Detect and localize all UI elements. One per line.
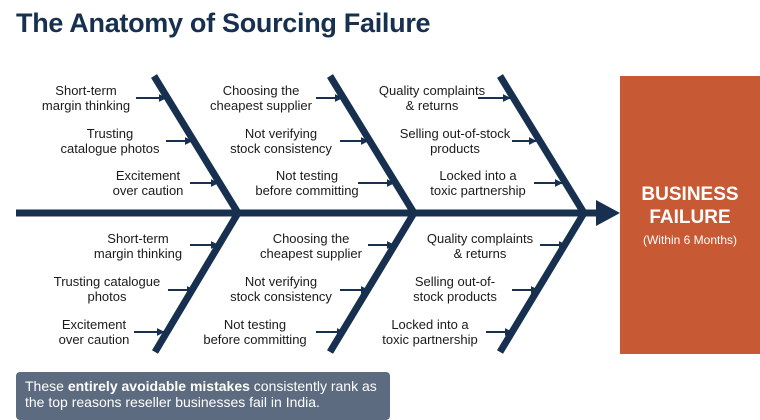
outcome-line-2: FAILURE [649,207,731,228]
caption-text-end: consistently rank as the top reasons res… [25,378,377,410]
cause-label: Quality complaints& returns [426,231,534,261]
outcome-box: BUSINESS FAILURE (Within 6 Months) [620,76,760,354]
outcome-line-1: BUSINESS [641,184,739,205]
caption-box: These entirely avoidable mistakes consis… [16,372,390,420]
caption-text-start: These [25,378,68,394]
top-bone-1 [151,74,241,215]
outcome-subtitle: (Within 6 Months) [642,233,738,247]
top-bone-3 [497,74,587,215]
bottom-bone-1 [151,211,242,354]
cause-label: Selling out-of-stock products [413,274,497,304]
top-bone-2 [327,74,417,215]
caption-emphasis: entirely avoidable mistakes [67,378,250,394]
page-title: The Anatomy of Sourcing Failure [16,8,431,38]
bottom-bone-3 [497,211,587,354]
cause-label: Quality complaints& returns [378,83,486,113]
spine-arrowhead [596,200,620,226]
